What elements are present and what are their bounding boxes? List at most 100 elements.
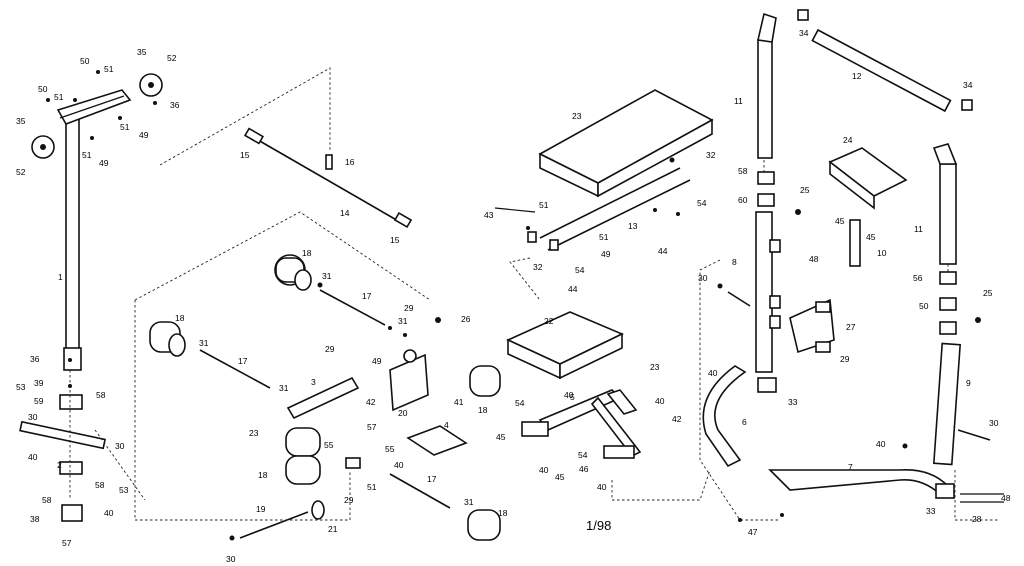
callout-label: 35 xyxy=(137,47,147,57)
callout-label: 51 xyxy=(104,64,114,74)
callout-label: 43 xyxy=(484,210,494,220)
callout-label: 48 xyxy=(1001,493,1011,503)
bar-clip-16 xyxy=(325,154,333,170)
callout-label: 36 xyxy=(30,354,40,364)
callout-label: 15 xyxy=(390,235,400,245)
drawing-date-code: 1/98 xyxy=(586,518,611,533)
callout-label: 33 xyxy=(788,397,798,407)
base-plate-58b xyxy=(59,461,83,475)
callout-label: 46 xyxy=(579,464,589,474)
bar-end-cap-15b xyxy=(393,211,413,229)
callout-label: 29 xyxy=(404,303,414,313)
callout-label: 39 xyxy=(34,378,44,388)
callout-label: 56 xyxy=(913,273,923,283)
assembly-guide-lines xyxy=(69,67,1000,521)
left-upright-assembly xyxy=(19,73,163,522)
callout-label: 23 xyxy=(249,428,259,438)
callout-label: 50 xyxy=(919,301,929,311)
callout-label: 6 xyxy=(742,417,747,427)
callout-label: 48 xyxy=(809,254,819,264)
callout-label: 15 xyxy=(240,150,250,160)
callout-label: 40 xyxy=(539,465,549,475)
callout-label: 34 xyxy=(963,80,973,90)
callout-label: 17 xyxy=(427,474,437,484)
rod-19 xyxy=(239,511,309,539)
base-sleeve-33a xyxy=(757,377,777,393)
main-post-8 xyxy=(755,211,773,373)
callout-label: 17 xyxy=(362,291,372,301)
callout-label: 52 xyxy=(167,53,177,63)
callout-label: 19 xyxy=(256,504,266,514)
callout-label: 60 xyxy=(738,195,748,205)
callout-label: 51 xyxy=(599,232,609,242)
callout-label: 40 xyxy=(876,439,886,449)
callout-label: 2 xyxy=(57,460,62,470)
callout-label: 24 xyxy=(843,135,853,145)
upright-post-11b xyxy=(939,163,957,265)
callout-label: 54 xyxy=(697,198,707,208)
callout-label: 55 xyxy=(385,444,395,454)
callout-label: 38 xyxy=(30,514,40,524)
callout-label: 40 xyxy=(597,482,607,492)
foot-tube-30 xyxy=(957,429,991,441)
callout-label: 16 xyxy=(345,157,355,167)
hardware-fasteners xyxy=(46,70,981,541)
callout-label: 27 xyxy=(846,322,856,332)
right-frame-assembly xyxy=(702,9,1004,503)
rear-post-9 xyxy=(932,342,962,466)
callout-label: 21 xyxy=(328,524,338,534)
callout-label: 57 xyxy=(62,538,72,548)
callout-label: 52 xyxy=(16,167,26,177)
callout-label: 40 xyxy=(104,508,114,518)
callout-label: 40 xyxy=(564,390,574,400)
callout-label: 45 xyxy=(835,216,845,226)
callout-label: 29 xyxy=(840,354,850,364)
callout-label: 18 xyxy=(478,405,488,415)
callout-label: 17 xyxy=(238,356,248,366)
callout-label: 51 xyxy=(367,482,377,492)
callout-label: 59 xyxy=(34,396,44,406)
callout-label: 11 xyxy=(914,224,923,234)
callout-label: 28 xyxy=(972,514,982,524)
callout-label: 29 xyxy=(344,495,354,505)
sleeve-60 xyxy=(757,193,775,207)
callout-label: 18 xyxy=(498,508,508,518)
callout-label: 4 xyxy=(444,420,449,430)
callout-label: 30 xyxy=(28,412,38,422)
callout-label: 31 xyxy=(279,383,289,393)
callout-label: 33 xyxy=(926,506,936,516)
callout-label: 44 xyxy=(568,284,578,294)
upright-sleeve xyxy=(63,347,82,371)
callout-label: 54 xyxy=(515,398,525,408)
roller-pad-18e xyxy=(467,509,501,541)
callout-label: 30 xyxy=(226,554,236,564)
roller-pad-18d xyxy=(285,427,321,457)
floor-plate-4 xyxy=(406,425,468,456)
leg-lever-3 xyxy=(286,376,360,420)
callout-label: 1 xyxy=(58,272,63,282)
callout-label: 51 xyxy=(120,122,130,132)
callout-label: 50 xyxy=(80,56,90,66)
callout-label: 49 xyxy=(139,130,149,140)
callout-label: 25 xyxy=(983,288,993,298)
callout-label: 31 xyxy=(199,338,209,348)
callout-label: 18 xyxy=(302,248,312,258)
leg-developer-assembly xyxy=(149,254,501,541)
end-cap-34b xyxy=(961,99,973,111)
callout-label: 31 xyxy=(464,497,474,507)
callout-label: 30 xyxy=(989,418,999,428)
callout-label: 57 xyxy=(367,422,377,432)
callout-label: 32 xyxy=(706,150,716,160)
callout-label: 7 xyxy=(848,462,853,472)
callout-label: 54 xyxy=(578,450,588,460)
sleeve-56 xyxy=(939,271,957,285)
sleeve-lower xyxy=(939,321,957,335)
cross-tube-12 xyxy=(811,28,952,113)
pivot-bracket-20 xyxy=(389,353,429,412)
seat-post-10 xyxy=(849,219,861,267)
callout-label: 49 xyxy=(372,356,382,366)
callout-label: 23 xyxy=(650,362,660,372)
callout-label: 42 xyxy=(366,397,376,407)
callout-label: 53 xyxy=(119,485,129,495)
